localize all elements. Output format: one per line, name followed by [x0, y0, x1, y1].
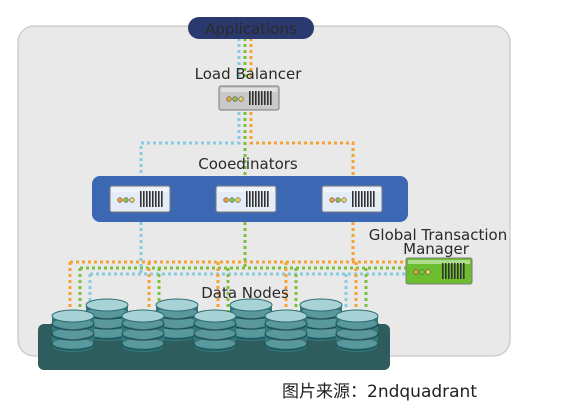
- load-balancer-label: Load Balancer: [195, 65, 303, 83]
- database-icon-front-3: [193, 309, 237, 352]
- database-icon-front-4: [264, 309, 308, 352]
- lb-to-coord-link-orange: [249, 112, 355, 178]
- database-icon-front-1: [51, 309, 95, 352]
- gtm-label-line1: Global Transaction: [369, 226, 507, 244]
- data-nodes-label: Data Nodes: [201, 284, 289, 302]
- database-icon-front-5: [335, 309, 379, 352]
- coordinator-2-server-icon: [215, 185, 277, 213]
- database-icon-back-3: [229, 298, 273, 341]
- coordinator-3-server-icon: [321, 185, 383, 213]
- coordinator-1-server-icon: [109, 185, 171, 213]
- applications-label: Applications: [205, 20, 297, 38]
- gtm-label-line2: Manager: [403, 240, 470, 258]
- gtm-server-icon: [405, 257, 473, 285]
- lb-to-coord-link-cyan: [139, 112, 241, 178]
- applications-node: Applications: [188, 17, 314, 39]
- load-balancer-server-icon: [218, 85, 280, 111]
- coordinators-label: Cooedinators: [198, 155, 298, 173]
- database-icon-front-2: [121, 309, 165, 352]
- source-caption: 图片来源：2ndquadrant: [282, 382, 478, 402]
